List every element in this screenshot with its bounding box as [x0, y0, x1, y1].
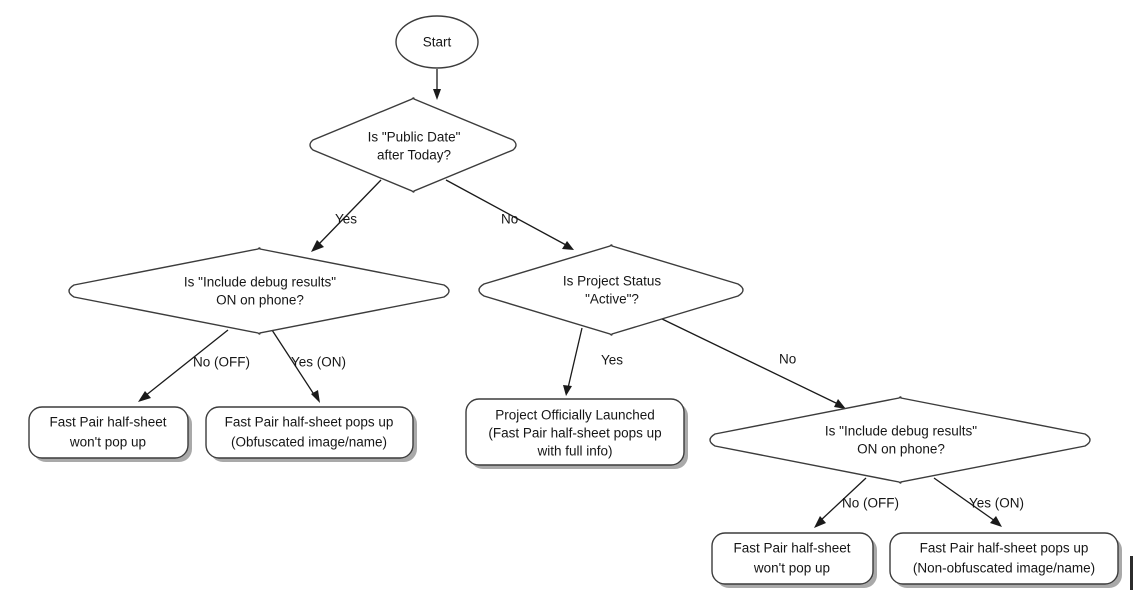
- decision-debug-left-line1: Is "Include debug results": [184, 275, 336, 290]
- decision-debug-right-line1: Is "Include debug results": [825, 424, 977, 439]
- decision-project-status-diamond: [478, 244, 744, 336]
- result-right-on-line1: Fast Pair half-sheet pops up: [920, 541, 1089, 556]
- edge-debug-right-on: Yes (ON): [933, 477, 1024, 527]
- result-left-on-line2: (Obfuscated image/name): [231, 435, 387, 450]
- edge-label-debug-left-on: Yes (ON): [291, 355, 346, 370]
- node-decision-debug-right[interactable]: Is "Include debug results" ON on phone?: [709, 396, 1091, 484]
- decision-project-status-line2: "Active"?: [585, 292, 639, 307]
- edge-label-public-date-yes: Yes: [335, 212, 357, 227]
- node-decision-debug-left[interactable]: Is "Include debug results" ON on phone?: [68, 247, 450, 335]
- edge-public-date-no: No: [445, 179, 574, 250]
- node-result-left-on[interactable]: Fast Pair half-sheet pops up (Obfuscated…: [205, 406, 417, 462]
- result-left-off-line2: won't pop up: [69, 435, 146, 450]
- edge-start-to-public-date: [433, 69, 441, 100]
- node-result-right-on[interactable]: Fast Pair half-sheet pops up (Non-obfusc…: [889, 532, 1122, 588]
- decision-debug-left-diamond: [68, 247, 450, 335]
- edge-public-date-yes: Yes: [311, 179, 382, 252]
- node-decision-project-status[interactable]: Is Project Status "Active"?: [478, 244, 744, 336]
- result-launched-line2: (Fast Pair half-sheet pops up: [488, 426, 661, 441]
- result-right-off-line1: Fast Pair half-sheet: [733, 541, 850, 556]
- result-left-off-box: [28, 406, 189, 459]
- decision-debug-right-line2: ON on phone?: [857, 442, 945, 457]
- decision-project-status-line1: Is Project Status: [563, 274, 662, 289]
- node-result-launched[interactable]: Project Officially Launched (Fast Pair h…: [465, 398, 688, 469]
- nodes-layer: Start Is "Public Date" after Today? Is "…: [28, 15, 1122, 588]
- result-left-on-box: [205, 406, 414, 459]
- node-decision-public-date[interactable]: Is "Public Date" after Today?: [309, 97, 517, 193]
- edge-debug-right-off: No (OFF): [814, 477, 899, 528]
- edge-label-public-date-no: No: [501, 212, 518, 227]
- edge-debug-left-on: Yes (ON): [271, 329, 346, 403]
- result-launched-box: [465, 398, 685, 466]
- result-right-on-line2: (Non-obfuscated image/name): [913, 561, 1095, 576]
- start-label: Start: [423, 35, 452, 50]
- edge-label-debug-right-on: Yes (ON): [969, 496, 1024, 511]
- result-right-off-box: [711, 532, 874, 585]
- edge-label-debug-left-off: No (OFF): [193, 355, 250, 370]
- result-left-off-line1: Fast Pair half-sheet: [49, 415, 166, 430]
- node-result-left-off[interactable]: Fast Pair half-sheet won't pop up: [28, 406, 192, 462]
- edges-layer: Yes No No (OFF) Yes (ON): [138, 69, 1024, 528]
- result-right-on-box: [889, 532, 1119, 585]
- decision-debug-left-line2: ON on phone?: [216, 293, 304, 308]
- result-right-off-line2: won't pop up: [753, 561, 830, 576]
- start-ellipse: [395, 15, 479, 69]
- node-start[interactable]: Start: [395, 15, 479, 69]
- result-left-on-line1: Fast Pair half-sheet pops up: [225, 415, 394, 430]
- edge-project-status-yes: Yes: [563, 327, 623, 396]
- result-launched-line1: Project Officially Launched: [495, 408, 655, 423]
- node-result-right-off[interactable]: Fast Pair half-sheet won't pop up: [711, 532, 877, 588]
- edge-label-project-status-no: No: [779, 352, 796, 367]
- decision-public-date-line1: Is "Public Date": [368, 130, 461, 145]
- decision-public-date-diamond: [309, 97, 517, 193]
- result-launched-line3: with full info): [536, 444, 612, 459]
- edge-label-project-status-yes: Yes: [601, 353, 623, 368]
- edge-label-debug-right-off: No (OFF): [842, 496, 899, 511]
- decision-public-date-line2: after Today?: [377, 148, 451, 163]
- decision-debug-right-diamond: [709, 396, 1091, 484]
- edge-debug-left-off: No (OFF): [138, 329, 250, 402]
- page-edge-artifact: [1130, 556, 1133, 590]
- edge-project-status-no: No: [659, 317, 846, 409]
